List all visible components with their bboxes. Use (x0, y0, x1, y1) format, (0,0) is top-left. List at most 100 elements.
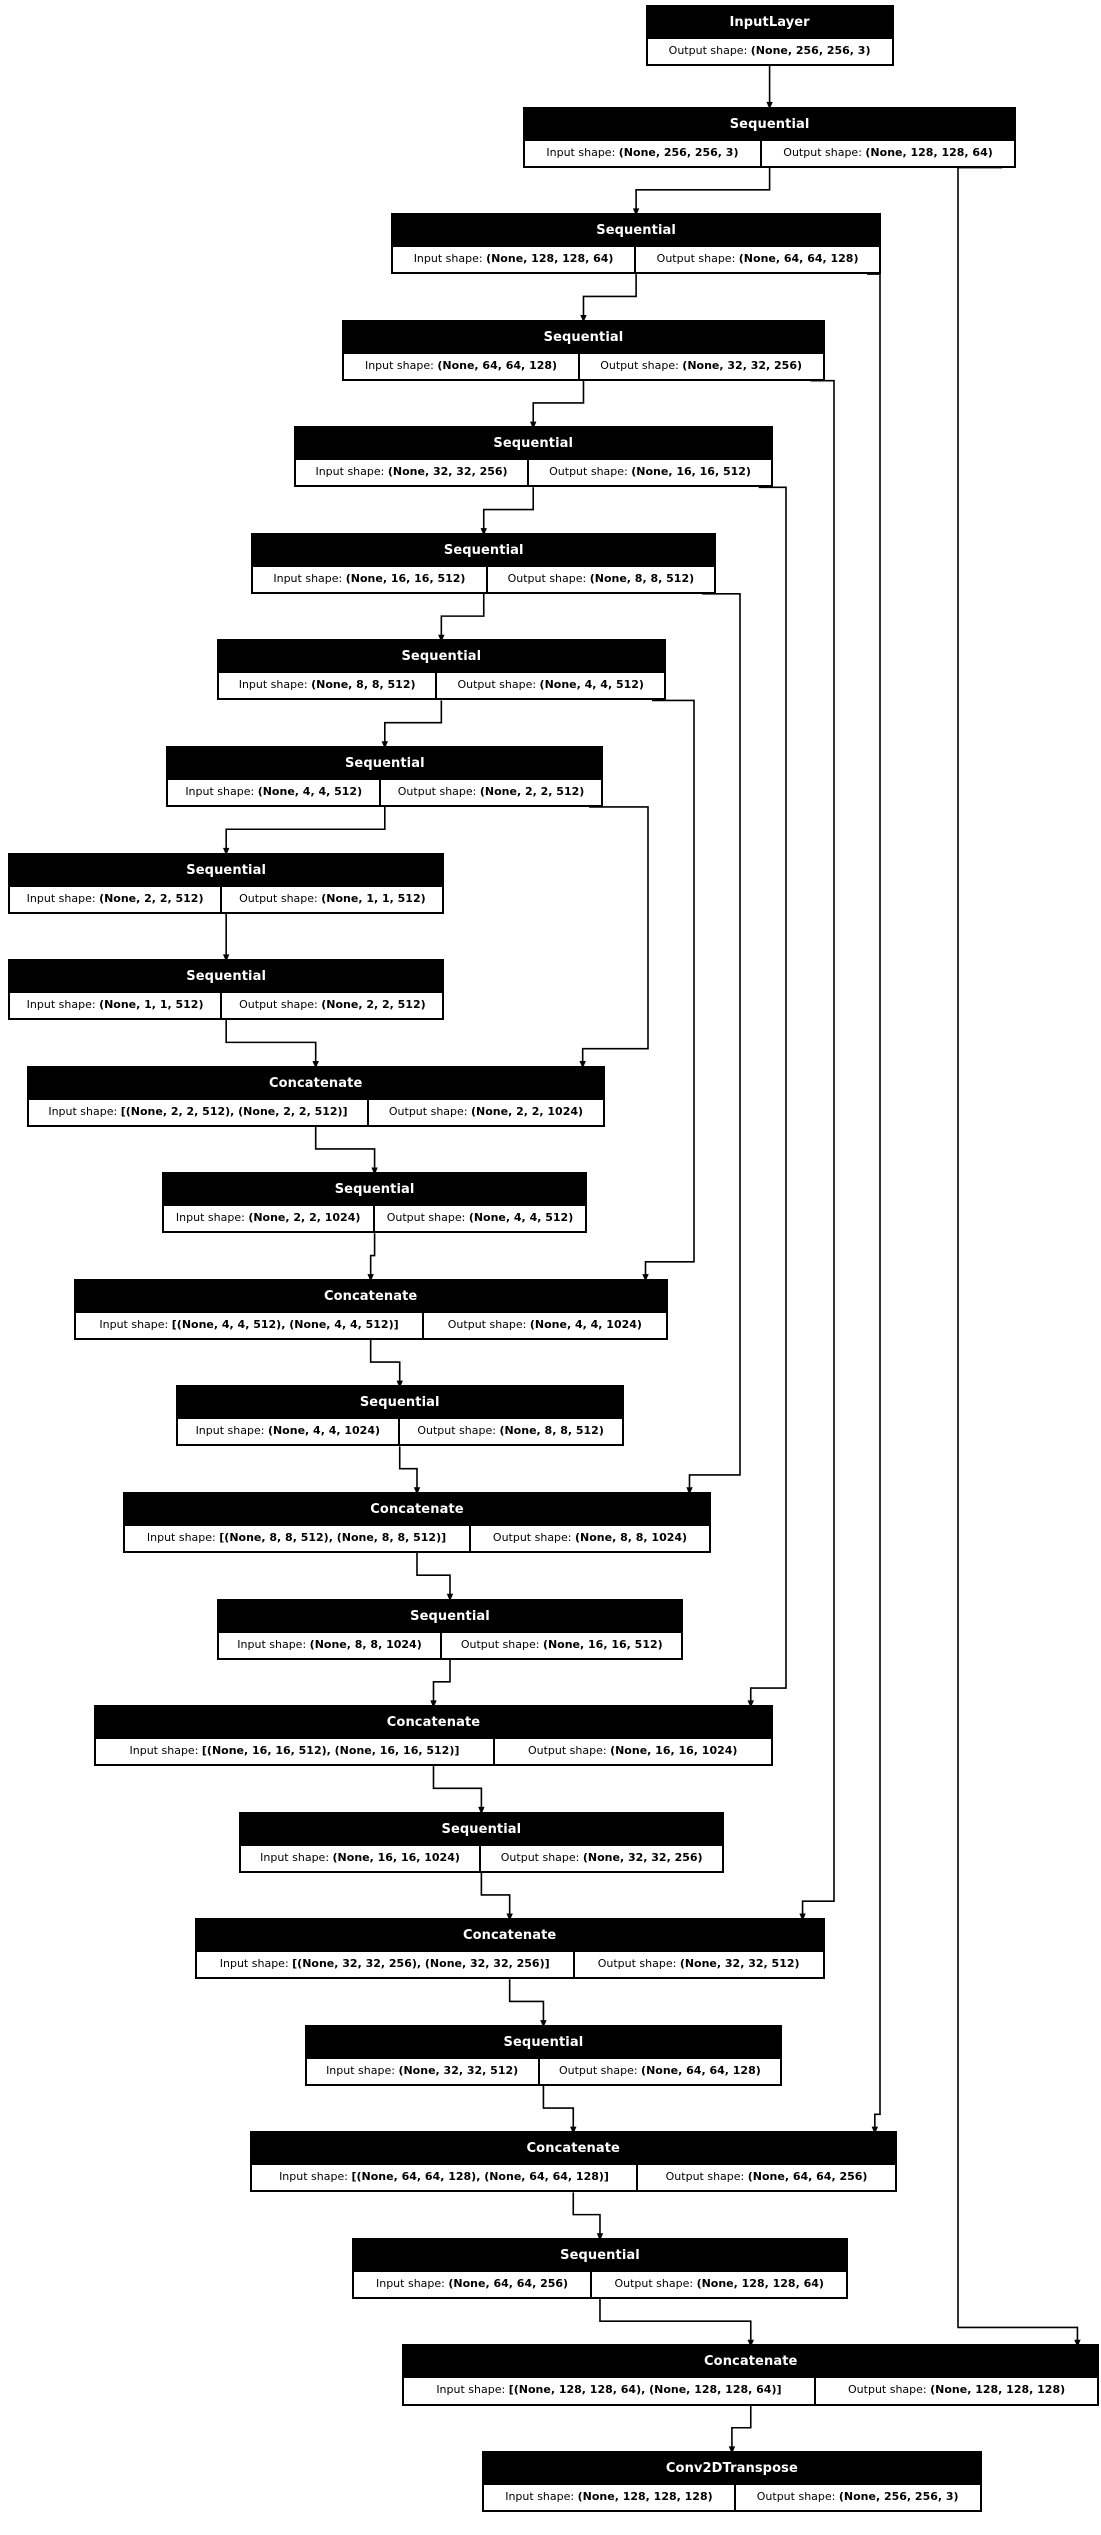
edge-n1-n2 (632, 167, 771, 216)
input-shape-value: (None, 8, 8, 1024) (309, 1637, 422, 1651)
skip-edge-n5-n14 (686, 593, 741, 1495)
layer-type-label: Concatenate (124, 1493, 710, 1526)
edge-n19-n20 (542, 2085, 577, 2135)
edge-n10-n11 (314, 1126, 378, 1176)
layer-type-label: Sequential (218, 641, 664, 674)
layer-type-label: Concatenate (196, 1920, 823, 1953)
layer-type-label: Sequential (9, 961, 443, 994)
output-shape-value: (None, 8, 8, 512) (499, 1424, 604, 1438)
output-shape-value: (None, 128, 128, 64) (696, 2276, 824, 2290)
output-shape-value: (None, 4, 4, 1024) (529, 1317, 642, 1331)
edge-n22-n23 (728, 2405, 752, 2454)
edge-n5-n6 (438, 593, 485, 643)
layer-type-label: Sequential (240, 1813, 723, 1846)
input-shape-cell: Input shape: [(None, 128, 128, 64), (Non… (404, 2378, 816, 2404)
output-shape-value: (None, 256, 256, 3) (750, 43, 871, 57)
input-shape-cell: Input shape: [(None, 2, 2, 512), (None, … (29, 1099, 370, 1125)
input-shape-value: (None, 4, 4, 1024) (267, 1424, 381, 1438)
input-shape-value: [(None, 16, 16, 512), (None, 16, 16, 512… (201, 1744, 460, 1758)
input-shape-cell: Input shape: [(None, 64, 64, 128), (None… (252, 2165, 639, 2191)
input-shape-cell: Input shape: (None, 16, 16, 1024) (241, 1845, 482, 1871)
skip-edge-n2-n20 (867, 273, 881, 2135)
output-shape-value: (None, 1, 1, 512) (321, 891, 426, 905)
input-shape-value: (None, 128, 128, 64) (486, 252, 614, 266)
output-shape-cell: Output shape: (None, 2, 2, 512) (397, 784, 585, 798)
layer-type-label: Conv2DTranspose (484, 2453, 980, 2486)
input-shape-cell: Input shape: (None, 4, 4, 512) (168, 779, 381, 806)
layer-type-label: Sequential (168, 747, 602, 780)
edge-n7-n8 (222, 806, 386, 856)
output-shape-cell: Output shape: (None, 32, 32, 256) (500, 1850, 703, 1864)
output-shape-cell: Output shape: (None, 256, 256, 3) (668, 43, 871, 57)
skip-edge-n1-n22 (957, 166, 1081, 2348)
output-shape-cell: Output shape: (None, 128, 128, 128) (848, 2383, 1066, 2397)
edge-n12-n13 (369, 1339, 403, 1389)
skip-edge-n3-n18 (799, 379, 835, 1922)
output-shape-value: (None, 64, 64, 256) (747, 2170, 868, 2184)
input-shape-value: (None, 32, 32, 512) (398, 2063, 519, 2077)
output-shape-value: (None, 16, 16, 512) (631, 465, 751, 479)
output-shape-value: (None, 32, 32, 256) (582, 1850, 703, 1864)
output-shape-cell: Output shape: (None, 64, 64, 128) (656, 252, 859, 266)
output-shape-value: (None, 16, 16, 1024) (610, 1744, 738, 1758)
layer-type-label: Sequential (393, 215, 880, 248)
layer-type-label: Sequential (353, 2239, 847, 2272)
input-shape-value: (None, 1, 1, 512) (99, 998, 204, 1012)
output-shape-cell: Output shape: (None, 64, 64, 256) (665, 2170, 868, 2184)
input-shape-value: [(None, 4, 4, 512), (None, 4, 4, 512)] (171, 1317, 399, 1331)
output-shape-cell: Output shape: (None, 128, 128, 64) (614, 2276, 824, 2290)
layer-type-label: Concatenate (404, 2346, 1098, 2379)
input-shape-cell: Input shape: (None, 4, 4, 1024) (178, 1419, 400, 1445)
edge-n17-n18 (480, 1872, 513, 1922)
layer-type-label: Sequential (306, 2026, 781, 2059)
edge-n20-n21 (572, 2192, 604, 2241)
edge-n21-n22 (599, 2298, 754, 2348)
layer-type-label: Sequential (295, 428, 771, 461)
edge-n9-n10 (225, 1020, 319, 1069)
input-shape-cell: Input shape: (None, 128, 128, 128) (484, 2485, 736, 2511)
layer-type-label: Concatenate (75, 1280, 666, 1313)
edge-n6-n7 (381, 700, 443, 749)
input-shape-cell: Input shape: (None, 64, 64, 128) (344, 353, 580, 379)
output-shape-value: (None, 8, 8, 512) (589, 571, 695, 585)
input-shape-value: (None, 64, 64, 128) (437, 358, 558, 372)
layer-type-label: Sequential (344, 321, 823, 354)
input-shape-cell: Input shape: [(None, 4, 4, 512), (None, … (76, 1312, 425, 1338)
edge-n18-n19 (508, 1979, 547, 2028)
layer-type-label: Sequential (525, 108, 1015, 141)
output-shape-cell: Output shape: (None, 32, 32, 512) (597, 1957, 800, 1971)
output-shape-cell: Output shape: (None, 1, 1, 512) (239, 891, 426, 905)
layer-type-label: InputLayer (647, 6, 892, 39)
layer-type-label: Concatenate (96, 1707, 771, 1740)
input-shape-value: [(None, 32, 32, 256), (None, 32, 32, 256… (292, 1957, 550, 1971)
input-shape-value: (None, 16, 16, 1024) (332, 1850, 460, 1864)
output-shape-cell: Output shape: (None, 8, 8, 1024) (492, 1530, 688, 1544)
input-shape-value: (None, 256, 256, 3) (618, 145, 739, 159)
input-shape-cell: Input shape: [(None, 16, 16, 512), (None… (96, 1739, 495, 1765)
skip-edge-n7-n10 (579, 806, 649, 1069)
